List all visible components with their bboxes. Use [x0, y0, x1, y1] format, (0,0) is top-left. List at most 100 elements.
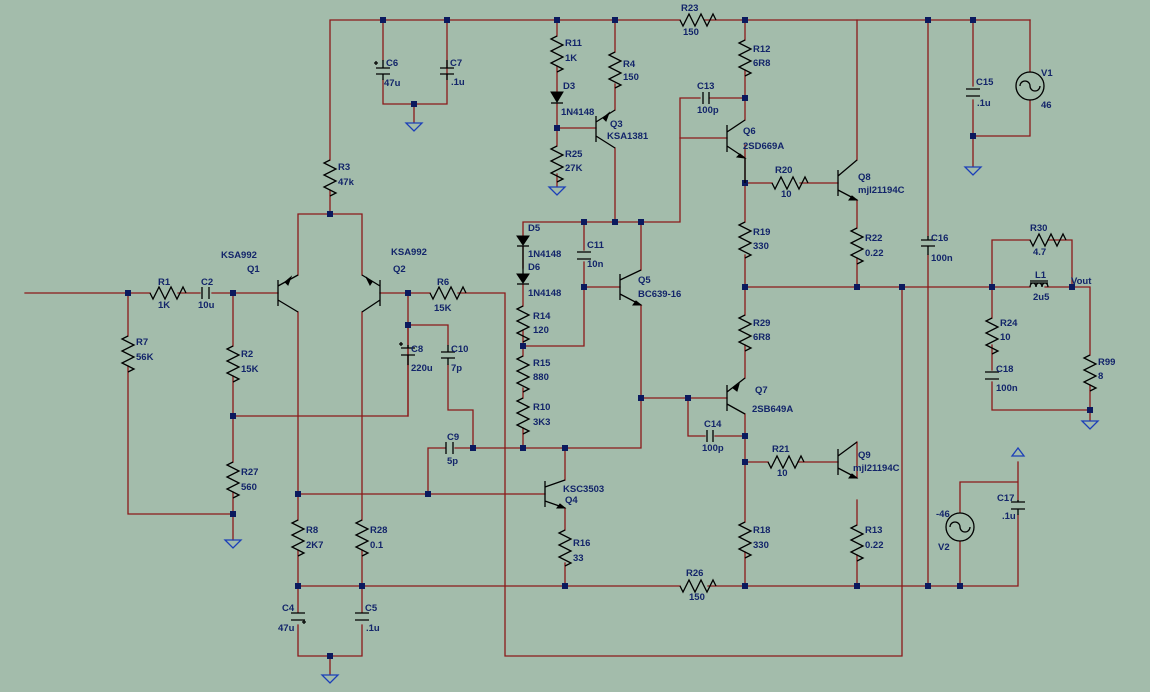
label-R10: R10 [533, 402, 550, 413]
label-V2: V2 [938, 542, 950, 553]
value-C18: 100n [996, 383, 1018, 394]
value-R4: 150 [623, 72, 639, 83]
value-R15: 880 [533, 372, 549, 383]
value-R18: 330 [753, 540, 769, 551]
label-R2: R2 [241, 349, 253, 360]
label-C11: C11 [587, 240, 605, 251]
value-Q3: KSA1381 [607, 131, 649, 142]
value-R19: 330 [753, 241, 769, 252]
value-R27: 560 [241, 482, 257, 493]
label-R7: R7 [136, 337, 148, 348]
label-V1: V1 [1041, 68, 1053, 79]
label-R6: R6 [437, 277, 449, 288]
label-C9: C9 [447, 432, 459, 443]
label-C7: C7 [450, 58, 462, 69]
value-C10: 7p [451, 363, 462, 374]
label-R1: R1 [158, 277, 171, 288]
label-D6: D6 [528, 262, 540, 273]
label-C16: C16 [931, 233, 948, 244]
value-R20: 10 [781, 189, 792, 200]
label-R24: R24 [1000, 318, 1018, 329]
label-D3: D3 [563, 81, 575, 92]
label-Q6: Q6 [743, 126, 756, 137]
label-C2: C2 [201, 277, 213, 288]
value-R10: 3K3 [533, 417, 550, 428]
label-Q8: Q8 [858, 172, 871, 183]
label-R11: R11 [565, 38, 583, 49]
label-R29: R29 [753, 318, 770, 329]
junctions [125, 17, 1093, 659]
value-Q9: mjl21194C [853, 463, 900, 474]
value-C6: 47u [384, 78, 401, 89]
label-R99: R99 [1098, 357, 1115, 368]
value-R3: 47k [338, 177, 355, 188]
label-Q9: Q9 [858, 450, 871, 461]
label-R23: R23 [681, 3, 698, 14]
value-R1: 1K [158, 300, 170, 311]
component-labels: R23 150 R11 1K R4 150 R12 6R8 C6 47u C7 … [136, 3, 1115, 634]
label-D5: D5 [528, 223, 541, 234]
value-R6: 15K [434, 303, 452, 314]
value-D6: 1N4148 [528, 288, 561, 299]
value-R11: 1K [565, 53, 577, 64]
value-R29: 6R8 [753, 332, 770, 343]
label-R21: R21 [772, 444, 790, 455]
value-R8: 2K7 [306, 540, 323, 551]
value-Q2: KSA992 [391, 247, 427, 258]
value-C4: 47u [278, 623, 295, 634]
value-Q7: 2SB649A [752, 404, 793, 415]
label-C14: C14 [704, 419, 722, 430]
value-D3: 1N4148 [561, 107, 594, 118]
label-L1: L1 [1035, 270, 1047, 281]
value-C14: 100p [702, 443, 724, 454]
value-C5: .1u [366, 623, 380, 634]
label-Vout: Vout [1071, 276, 1092, 287]
value-C11: 10n [587, 259, 604, 270]
label-R22: R22 [865, 233, 882, 244]
value-Q6: 2SD669A [743, 141, 784, 152]
label-C4: C4 [282, 603, 295, 614]
value-C13: 100p [697, 105, 719, 116]
value-R14: 120 [533, 325, 549, 336]
value-R13: 0.22 [865, 540, 884, 551]
label-R30: R30 [1030, 223, 1047, 234]
label-R20: R20 [775, 165, 792, 176]
label-R18: R18 [753, 525, 770, 536]
label-Q7: Q7 [755, 385, 768, 396]
label-R15: R15 [533, 358, 551, 369]
label-C18: C18 [996, 364, 1013, 375]
value-Q4: KSC3503 [563, 484, 604, 495]
label-R27: R27 [241, 467, 258, 478]
value-R16: 33 [573, 553, 584, 564]
label-R16: R16 [573, 538, 590, 549]
label-C5: C5 [365, 603, 378, 614]
label-R19: R19 [753, 227, 770, 238]
label-R25: R25 [565, 149, 583, 160]
value-R2: 15K [241, 364, 259, 375]
label-C13: C13 [697, 81, 714, 92]
label-R26: R26 [686, 568, 703, 579]
value-R24: 10 [1000, 332, 1011, 343]
value-Q1: KSA992 [221, 250, 257, 261]
value-C15: .1u [977, 98, 991, 109]
label-R14: R14 [533, 311, 551, 322]
value-C17: .1u [1002, 511, 1016, 522]
wires [24, 19, 1091, 675]
label-R8: R8 [306, 525, 318, 536]
value-R30: 4.7 [1033, 247, 1046, 258]
value-C9: 5p [447, 456, 458, 467]
label-R12: R12 [753, 44, 770, 55]
label-R13: R13 [865, 525, 882, 536]
value-Q5: BC639-16 [638, 289, 681, 300]
grounds [223, 122, 1100, 684]
label-C8: C8 [411, 344, 423, 355]
components [121, 13, 1097, 624]
value-R21: 10 [777, 468, 788, 479]
label-C6: C6 [386, 58, 398, 69]
label-C15: C15 [976, 77, 994, 88]
value-D5: 1N4148 [528, 249, 561, 260]
value-R28: 0.1 [370, 540, 384, 551]
label-C10: C10 [451, 344, 468, 355]
value-Q8: mjl21194C [858, 185, 905, 196]
label-R4: R4 [623, 59, 636, 70]
